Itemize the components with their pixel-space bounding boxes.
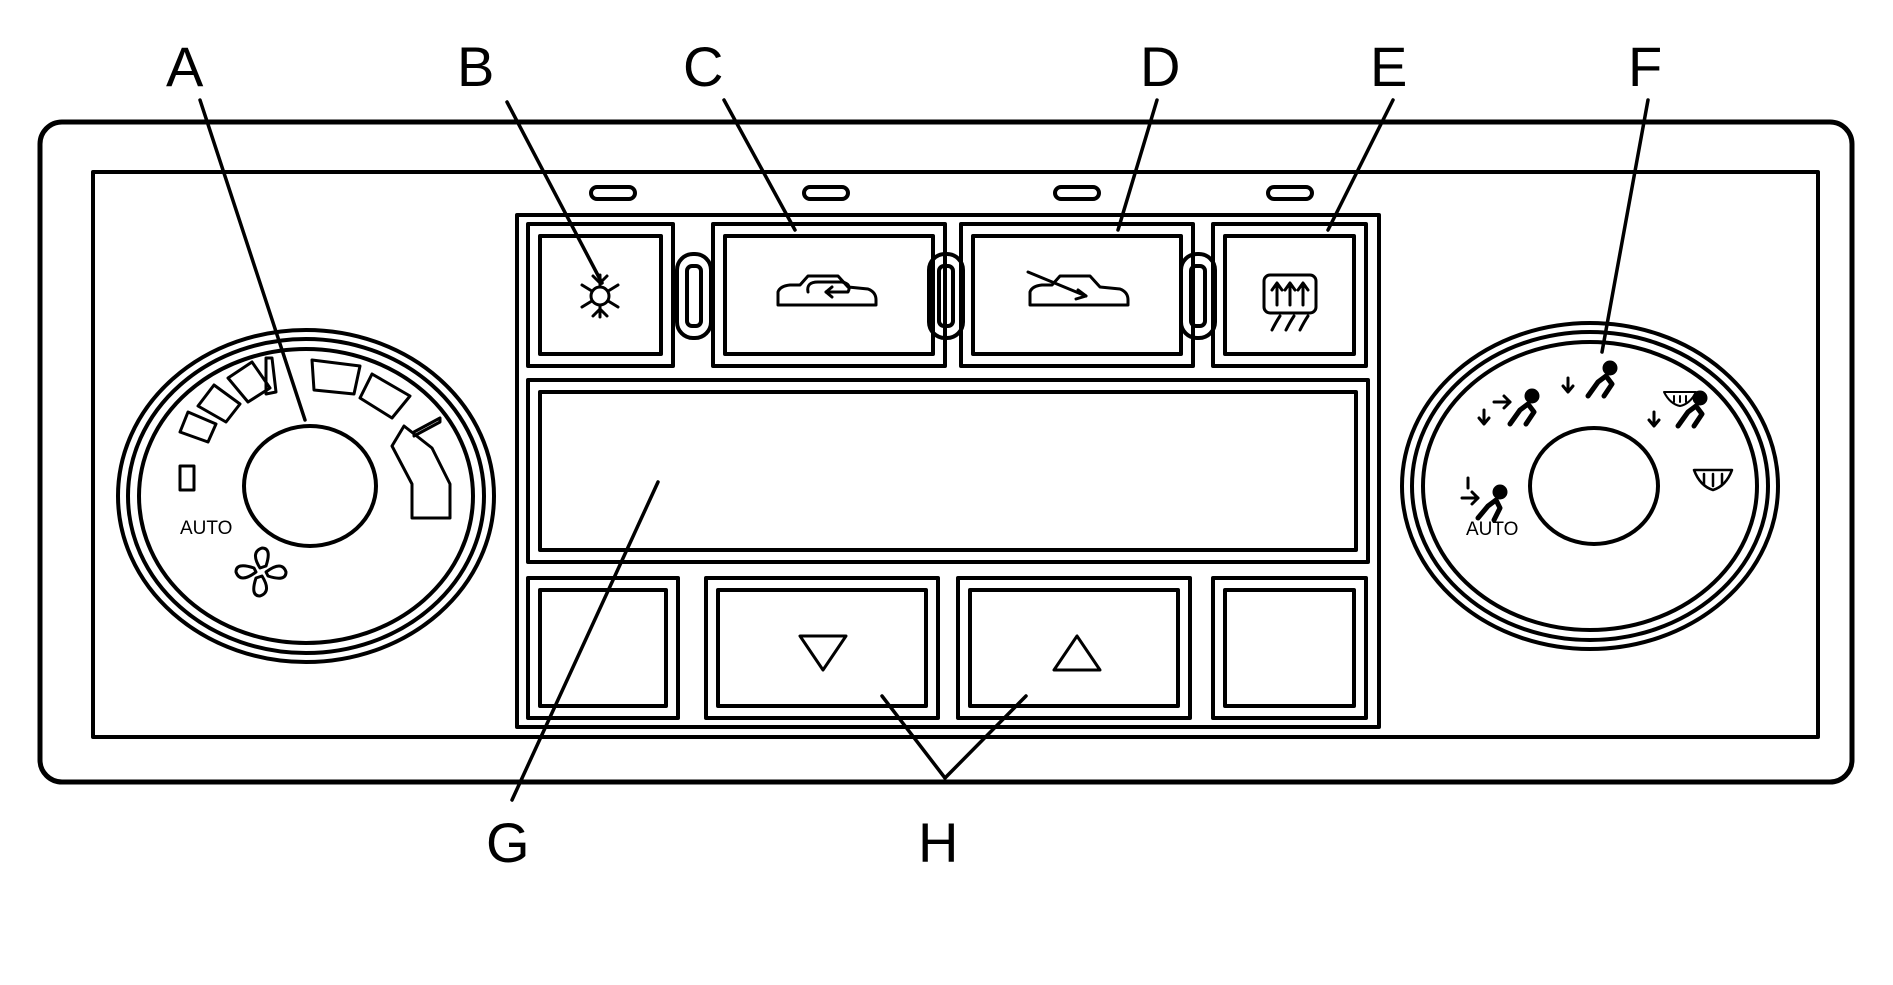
air-mode-knob[interactable]	[1400, 321, 1780, 651]
leader-c	[722, 98, 797, 232]
leader-d	[1116, 98, 1159, 232]
vent-mode-icon	[1460, 476, 1508, 523]
leader-f	[1600, 98, 1650, 354]
rear-defog-icon	[1262, 273, 1318, 332]
callout-c: C	[683, 35, 723, 98]
defrost-mode-icon	[1692, 468, 1734, 492]
blank-button-left[interactable]	[526, 576, 680, 720]
callout-e: E	[1370, 35, 1407, 98]
separator-slot	[1179, 252, 1217, 340]
fan-speed-segments	[178, 356, 452, 520]
leader-g	[510, 480, 660, 802]
callout-f: F	[1628, 35, 1662, 98]
outside-air-button[interactable]	[959, 222, 1195, 368]
leader-h-right	[943, 694, 1028, 780]
recirculation-car-icon	[776, 274, 878, 307]
callout-b: B	[457, 35, 494, 98]
recirculation-button[interactable]	[711, 222, 947, 368]
blank-button-right[interactable]	[1211, 576, 1368, 720]
indicator-leds	[589, 185, 1314, 201]
leader-e	[1326, 98, 1395, 232]
temp-up-button[interactable]	[956, 576, 1192, 720]
floor-mode-icon	[1561, 360, 1618, 399]
fan-knob-center	[242, 424, 378, 548]
fan-auto-label: AUTO	[180, 518, 232, 539]
leader-a	[198, 98, 307, 422]
triangle-down-icon	[798, 634, 848, 672]
fan-off-indicator	[178, 464, 196, 492]
rear-defog-button[interactable]	[1211, 222, 1368, 368]
callout-g: G	[486, 811, 530, 874]
bi-level-mode-icon	[1477, 388, 1540, 427]
temperature-display	[526, 378, 1370, 564]
triangle-up-icon	[1052, 634, 1102, 672]
mode-knob-center	[1528, 426, 1660, 546]
inner-frame	[91, 170, 1820, 739]
callout-a: A	[166, 35, 204, 98]
mode-auto-label: AUTO	[1466, 519, 1518, 540]
callout-d: D	[1140, 35, 1180, 98]
leader-b	[505, 100, 604, 285]
separator-slot	[675, 252, 713, 340]
callout-leaders	[198, 98, 1650, 802]
defog-mode-icon	[1647, 390, 1708, 429]
leader-h-left	[880, 694, 947, 780]
center-housing	[515, 213, 1381, 729]
temp-down-button[interactable]	[704, 576, 940, 720]
ac-button[interactable]	[526, 222, 675, 368]
fan-icon	[234, 546, 288, 598]
callout-h: H	[918, 811, 958, 874]
outer-bezel	[37, 119, 1855, 785]
fan-speed-knob[interactable]	[116, 328, 496, 664]
snowflake-icon	[580, 273, 620, 319]
outside-air-car-icon	[1026, 270, 1130, 307]
